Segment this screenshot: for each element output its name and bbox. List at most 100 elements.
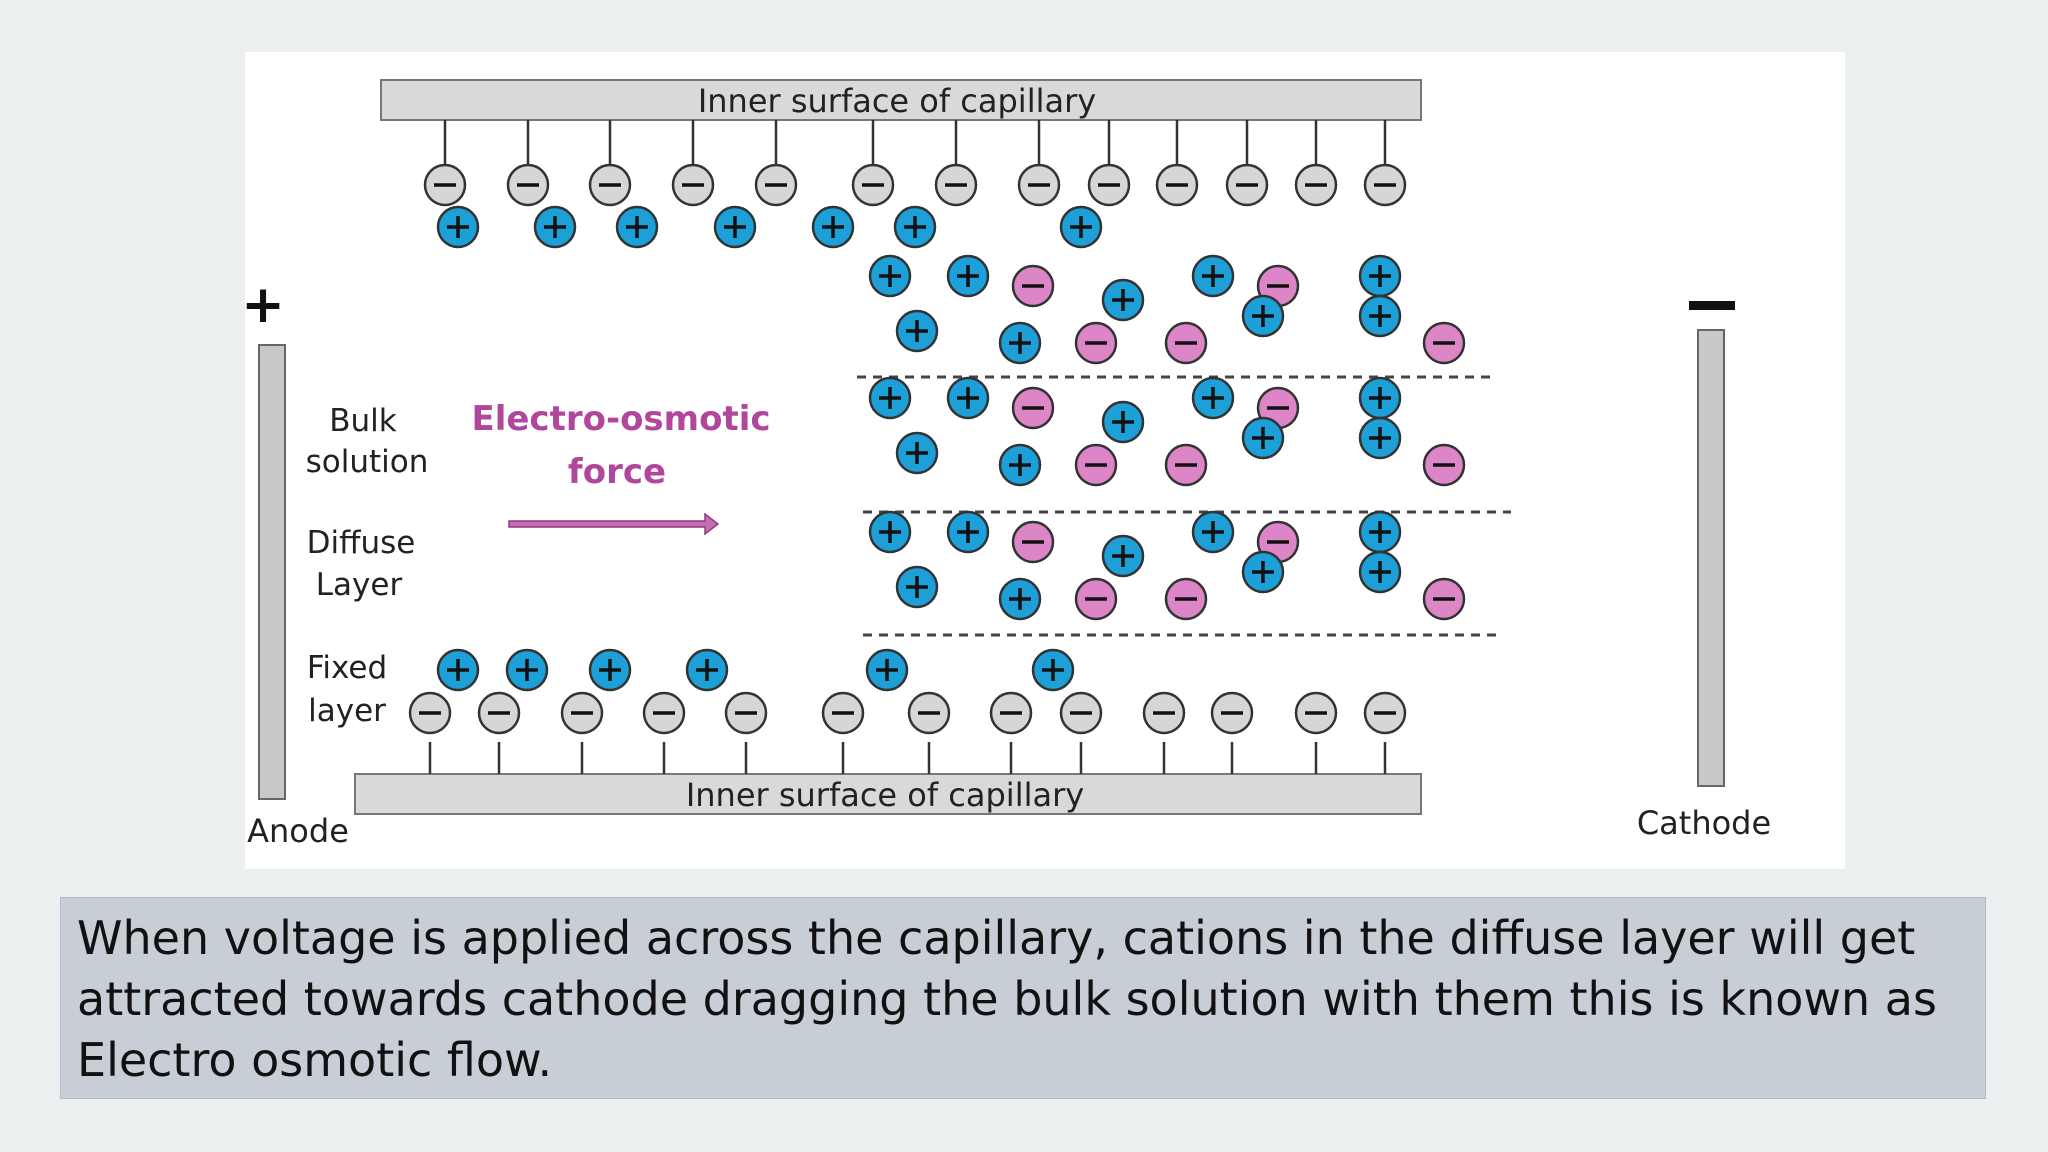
mobile-cation <box>868 510 912 554</box>
fixed-anion <box>1087 163 1131 207</box>
fixed-layer-cation <box>436 205 480 249</box>
top-surface-label: Inner surface of capillary <box>698 82 1096 120</box>
top-capillary-surface <box>380 79 1422 121</box>
caption-text: When voltage is applied across the capil… <box>77 911 1937 1087</box>
diffuse-label-line1: Diffuse <box>307 525 416 561</box>
bulk-label-line2: solution <box>306 444 429 480</box>
force-label-line1: Electro-osmotic <box>471 399 770 439</box>
fixed-layer-cation <box>865 648 909 692</box>
fixed-anion <box>1155 163 1199 207</box>
electro-osmotic-force-arrow <box>508 512 720 536</box>
fixed-anion <box>477 691 521 735</box>
mobile-cation <box>998 577 1042 621</box>
fixed-anion <box>560 691 604 735</box>
mobile-cation <box>895 431 939 475</box>
mobile-anion <box>1074 577 1118 621</box>
mobile-cation <box>1101 400 1145 444</box>
cathode-sign <box>1689 301 1735 310</box>
mobile-cation <box>868 376 912 420</box>
mobile-cation <box>1191 510 1235 554</box>
cathode-label: Cathode <box>1637 804 1771 842</box>
fixed-anion <box>1142 691 1186 735</box>
fixed-anion <box>1225 163 1269 207</box>
mobile-cation <box>946 254 990 298</box>
fixed-anion <box>1017 163 1061 207</box>
mobile-cation <box>1358 550 1402 594</box>
anode-electrode <box>258 344 286 800</box>
ions-layer <box>408 120 1466 774</box>
mobile-cation <box>946 510 990 554</box>
anode-label: Anode <box>247 812 349 850</box>
mobile-cation <box>1241 416 1285 460</box>
mobile-anion <box>1011 520 1055 564</box>
mobile-cation <box>1241 550 1285 594</box>
fixed-anion <box>408 691 452 735</box>
fixed-anion <box>671 163 715 207</box>
mobile-cation <box>946 376 990 420</box>
fixed-layer-cation <box>685 648 729 692</box>
fixed-label-line2: layer <box>308 693 386 729</box>
mobile-cation <box>1358 416 1402 460</box>
mobile-anion <box>1164 577 1208 621</box>
mobile-cation <box>1358 294 1402 338</box>
fixed-anion <box>1363 163 1407 207</box>
fixed-layer-cation <box>533 205 577 249</box>
mobile-anion <box>1011 386 1055 430</box>
fixed-layer-cation <box>811 205 855 249</box>
fixed-anion <box>989 691 1033 735</box>
fixed-layer-cation <box>893 205 937 249</box>
fixed-anion <box>754 163 798 207</box>
fixed-anion <box>724 691 768 735</box>
fixed-label-line1: Fixed <box>307 650 387 686</box>
mobile-cation <box>1358 254 1402 298</box>
fixed-anion <box>1363 691 1407 735</box>
fixed-layer-cation <box>436 648 480 692</box>
mobile-cation <box>998 443 1042 487</box>
fixed-anion <box>1294 691 1338 735</box>
fixed-anion <box>506 163 550 207</box>
mobile-cation <box>998 321 1042 365</box>
mobile-cation <box>895 309 939 353</box>
fixed-layer-cation <box>1031 648 1075 692</box>
fixed-anion <box>1294 163 1338 207</box>
mobile-anion <box>1422 577 1466 621</box>
mobile-anion <box>1074 443 1118 487</box>
mobile-cation <box>1241 294 1285 338</box>
mobile-cation <box>1101 534 1145 578</box>
bulk-label-line1: Bulk <box>329 403 397 439</box>
mobile-cation <box>1358 510 1402 554</box>
fixed-layer-cation <box>505 648 549 692</box>
bottom-capillary-surface <box>354 773 1422 815</box>
fixed-layer-cation <box>1059 205 1103 249</box>
fixed-layer-cation <box>713 205 757 249</box>
fixed-anion <box>1210 691 1254 735</box>
fixed-anion <box>907 691 951 735</box>
mobile-anion <box>1164 321 1208 365</box>
fixed-anion <box>423 163 467 207</box>
caption-box: When voltage is applied across the capil… <box>60 897 1986 1099</box>
mobile-cation <box>1191 376 1235 420</box>
diffuse-label-line2: Layer <box>316 567 403 603</box>
force-label-line2: force <box>568 452 666 492</box>
mobile-anion <box>1164 443 1208 487</box>
fixed-anion <box>588 163 632 207</box>
mobile-cation <box>1358 376 1402 420</box>
mobile-cation <box>1101 278 1145 322</box>
mobile-anion <box>1422 443 1466 487</box>
mobile-anion <box>1422 321 1466 365</box>
mobile-cation <box>1191 254 1235 298</box>
mobile-cation <box>895 565 939 609</box>
fixed-anion <box>642 691 686 735</box>
mobile-anion <box>1074 321 1118 365</box>
mobile-cation <box>868 254 912 298</box>
fixed-anion <box>934 163 978 207</box>
fixed-anion <box>851 163 895 207</box>
fixed-layer-cation <box>615 205 659 249</box>
fixed-anion <box>1059 691 1103 735</box>
bottom-surface-label: Inner surface of capillary <box>686 776 1084 814</box>
electro-osmotic-flow-diagram: Inner surface of capillary Inner surface… <box>245 52 1845 869</box>
cathode-electrode <box>1697 329 1725 787</box>
anode-sign: + <box>245 275 285 335</box>
mobile-anion <box>1011 264 1055 308</box>
